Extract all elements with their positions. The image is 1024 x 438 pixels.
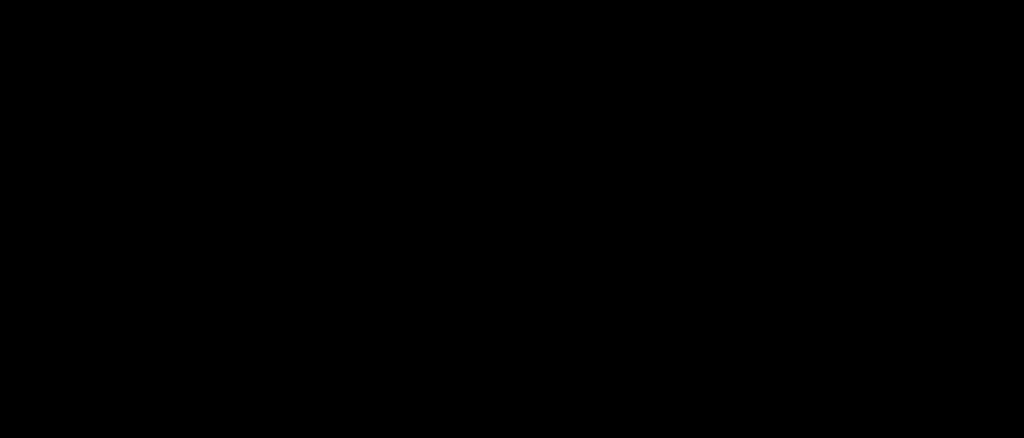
flow-arrows-left: ◁◁◁ <box>780 94 831 119</box>
hex-bolts <box>195 191 469 209</box>
right-detail-dots <box>578 132 586 330</box>
label-e: E <box>886 398 901 423</box>
clamp-center <box>545 144 569 337</box>
dimension-bw <box>170 9 493 132</box>
label-h: H <box>950 238 975 254</box>
label-bw: BW <box>312 2 348 27</box>
label-a: A <box>666 285 691 300</box>
dimension-150 <box>379 76 470 132</box>
label-b: B <box>704 233 729 248</box>
label-fw: FW <box>306 386 340 411</box>
side-frame <box>811 121 861 341</box>
tensioner-arm <box>171 195 639 269</box>
label-f: F <box>762 239 787 252</box>
label-w: W <box>316 32 337 57</box>
blade-segments <box>181 157 479 221</box>
left-detail <box>72 132 109 337</box>
label-150: 150 <box>402 66 439 91</box>
label-g: G <box>988 183 1013 200</box>
label-c: C <box>826 398 842 423</box>
main-beam <box>159 133 493 143</box>
side-tube <box>861 139 935 331</box>
label-diameter: Ø <box>498 241 514 263</box>
break-lines <box>321 125 343 271</box>
flow-arrows-right: ◁◁◁ <box>930 94 981 119</box>
